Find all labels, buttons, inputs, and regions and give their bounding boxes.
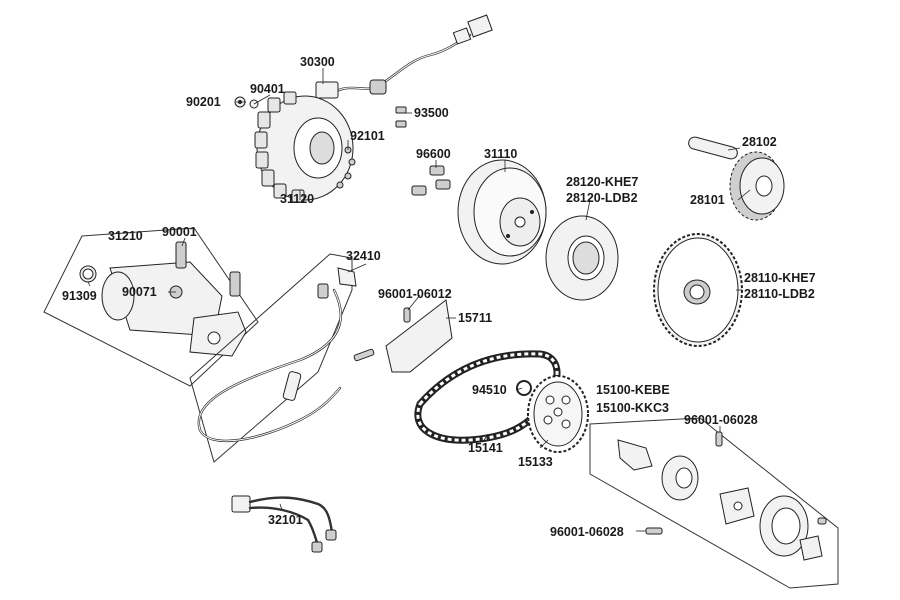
label-96001-06012: 96001-06012 [378,287,452,301]
stator-coil-drawing [254,14,493,203]
label-28120-ldb2: 28120-LDB2 [566,191,638,205]
label-28110-ldb2: 28110-LDB2 [744,287,815,301]
label-28101: 28101 [690,193,725,207]
label-90071: 90071 [122,285,157,299]
label-32410: 32410 [346,249,381,263]
label-15100-kkc3: 15100-KKC3 [596,401,669,415]
starter-cable-group [189,253,357,463]
label-30300: 30300 [300,55,335,69]
label-28102: 28102 [742,135,777,149]
leader-lines [87,68,751,532]
label-90201: 90201 [186,95,221,109]
flywheel-drawing [457,159,547,265]
starter-clutch-drawing [545,215,619,301]
starter-motor-group [43,227,259,387]
label-15100-kebe: 15100-KEBE [596,383,670,397]
chain-guide-drawing [353,299,453,373]
label-32101: 32101 [268,513,303,527]
label-96600: 96600 [416,147,451,161]
flywheel-bolts-drawing [411,165,451,196]
label-92101: 92101 [350,129,385,143]
label-94510: 94510 [472,383,507,397]
label-28120-khe7: 28120-KHE7 [566,175,638,189]
label-28110-khe7: 28110-KHE7 [744,271,816,285]
oil-pump-group [589,417,839,589]
label-90401: 90401 [250,82,285,96]
label-15711: 15711 [458,311,492,325]
label-15133: 15133 [518,455,553,469]
idle-gear-drawing [688,136,785,221]
label-96001-06028-bottom: 96001-06028 [550,525,624,539]
label-93500: 93500 [414,106,449,120]
label-90001: 90001 [162,225,197,239]
starter-driven-gear-drawing [653,233,743,347]
sprocket-drawing [516,375,589,453]
stator-bolts-drawing [234,96,407,189]
label-96001-06028-top: 96001-06028 [684,413,758,427]
wire-harness-drawing [231,495,337,553]
label-91309: 91309 [62,289,97,303]
label-31110: 31110 [484,147,517,161]
label-15141: 15141 [468,441,503,455]
label-31210: 31210 [108,229,143,243]
label-31120: 31120 [280,192,314,206]
